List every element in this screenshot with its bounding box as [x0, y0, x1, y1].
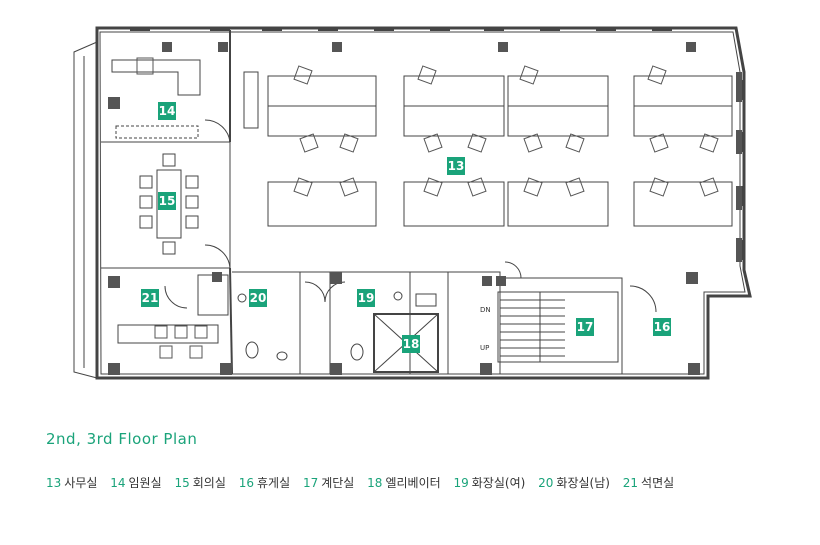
structural-columns — [108, 42, 742, 375]
exec-desk — [111, 59, 201, 96]
legend-num: 13 — [46, 476, 62, 490]
meeting-table — [156, 169, 182, 239]
stair-down-label: DN — [480, 306, 491, 314]
room21-desk — [117, 324, 219, 344]
room-tag-13: 13 — [447, 157, 465, 175]
room-tag-15: 15 — [158, 192, 176, 210]
legend-num: 21 — [622, 476, 639, 490]
balcony — [73, 41, 98, 379]
legend-num: 18 — [367, 476, 383, 490]
door-20 — [304, 281, 326, 303]
legend-label: 계단실 — [321, 476, 355, 490]
outer-wall — [95, 26, 752, 380]
floor-plan — [73, 26, 752, 380]
legend-label: 임원실 — [128, 476, 162, 490]
room-tag-20: 20 — [249, 289, 267, 307]
room-tag-18: 18 — [402, 335, 420, 353]
workstations — [243, 71, 733, 227]
legend-num: 20 — [538, 476, 554, 490]
room-tag-21: 21 — [141, 289, 159, 307]
door-15 — [204, 244, 231, 269]
elevator-shaft — [373, 313, 439, 373]
door-16 — [629, 285, 657, 313]
legend-label: 엘리베이터 — [385, 476, 441, 490]
legend-num: 19 — [453, 476, 469, 490]
plan-title: 2nd, 3rd Floor Plan — [46, 430, 198, 448]
legend-label: 사무실 — [64, 476, 98, 490]
legend-label: 석면실 — [641, 476, 675, 490]
door-19 — [324, 281, 346, 303]
toilet-fixtures — [237, 291, 437, 361]
office-chairs — [136, 57, 719, 359]
legend-label: 회의실 — [192, 476, 226, 490]
room-tag-14: 14 — [158, 102, 176, 120]
partition-core — [232, 271, 501, 374]
legend-label: 화장실(남) — [556, 476, 610, 490]
stair-block — [497, 291, 619, 363]
partition-14 — [101, 120, 231, 143]
legend-label: 화장실(여) — [471, 476, 526, 490]
stair-treads — [500, 292, 565, 362]
stair-up-label: UP — [480, 344, 490, 352]
door-21 — [164, 285, 188, 309]
legend-num: 16 — [238, 476, 254, 490]
room-tag-17: 17 — [576, 318, 594, 336]
legend-num: 15 — [174, 476, 190, 490]
meeting-chairs — [139, 153, 199, 255]
legend-num: 17 — [302, 476, 319, 490]
door-14 — [204, 119, 231, 143]
room-tag-16: 16 — [653, 318, 671, 336]
legend-label: 휴게실 — [256, 476, 291, 490]
room-tag-19: 19 — [357, 289, 375, 307]
legend-num: 14 — [110, 476, 126, 490]
